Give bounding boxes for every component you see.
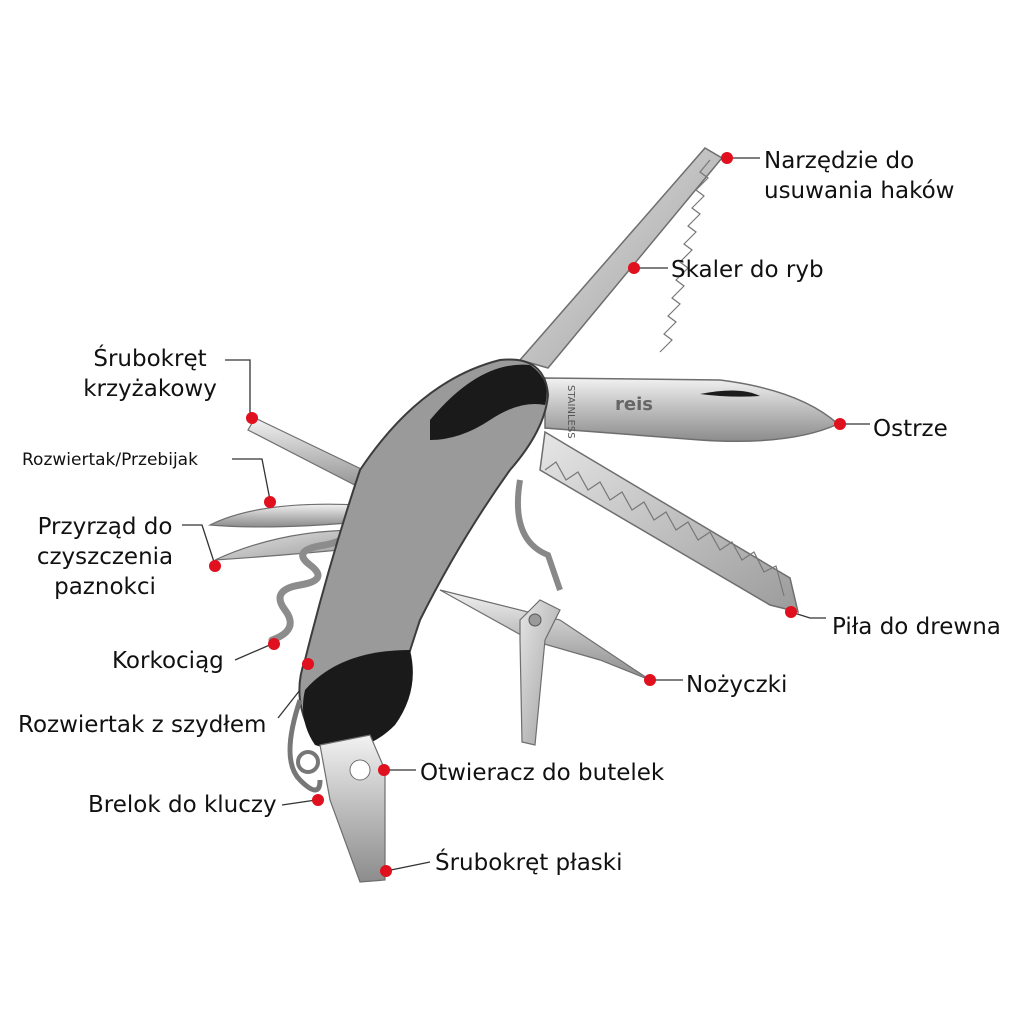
label-key-ring: Brelok do kluczy bbox=[88, 792, 277, 818]
label-hook-remover: Narzędzie do usuwania haków bbox=[764, 148, 955, 204]
label-reamer-punch: Rozwiertak/Przebijak bbox=[22, 450, 198, 470]
main-blade: reis STAINLESS bbox=[544, 377, 840, 442]
callout-dot bbox=[380, 865, 392, 877]
callout-dot bbox=[834, 418, 846, 430]
callout-dot bbox=[378, 764, 390, 776]
spring-clip bbox=[514, 479, 563, 591]
callout-dot bbox=[302, 658, 314, 670]
bottle-opener-tool bbox=[319, 734, 386, 883]
reamer-punch-tool bbox=[207, 503, 361, 528]
label-phillips-screwdriver: Śrubokręt krzyżakowy bbox=[83, 346, 217, 402]
scissors-tool bbox=[439, 589, 651, 746]
callout-dot bbox=[312, 794, 324, 806]
label-fish-scaler: Skaler do ryb bbox=[671, 257, 824, 283]
label-bottle-opener: Otwieracz do butelek bbox=[420, 760, 665, 786]
label-blade: Ostrze bbox=[873, 416, 948, 442]
callout-dot bbox=[264, 496, 276, 508]
callout-dot bbox=[209, 560, 221, 572]
blade-stamp: STAINLESS bbox=[565, 385, 576, 439]
key-ring bbox=[287, 699, 323, 793]
label-flat-screwdriver: Śrubokręt płaski bbox=[435, 850, 623, 876]
callout-dot bbox=[785, 606, 797, 618]
label-wood-saw: Piła do drewna bbox=[832, 614, 1001, 640]
label-awl-reamer: Rozwiertak z szydłem bbox=[18, 712, 267, 738]
wood-saw-blade bbox=[539, 430, 800, 614]
brand-logo: reis bbox=[615, 394, 653, 415]
fish-scaler-blade bbox=[518, 147, 724, 369]
label-nail-cleaner: Przyrząd do czyszczenia paznokci bbox=[36, 514, 174, 600]
callout-dot bbox=[644, 674, 656, 686]
label-scissors: Nożyczki bbox=[686, 672, 788, 698]
callout-dot bbox=[721, 152, 733, 164]
corkscrew-tool bbox=[268, 526, 350, 644]
callout-dot bbox=[268, 638, 280, 650]
handle bbox=[298, 358, 550, 750]
label-corkscrew: Korkociąg bbox=[112, 648, 224, 674]
callout-dot bbox=[246, 412, 258, 424]
callout-dot bbox=[628, 262, 640, 274]
callout-dots bbox=[209, 152, 846, 877]
